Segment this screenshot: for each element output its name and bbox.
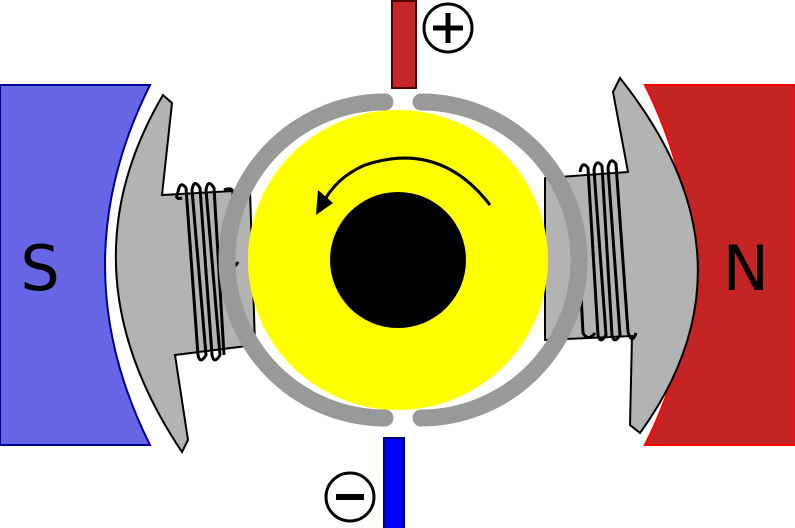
north-label: N bbox=[723, 232, 769, 305]
minus-icon: − bbox=[324, 471, 376, 523]
plus-icon: + bbox=[422, 2, 474, 54]
left-armature-pole bbox=[114, 93, 257, 454]
positive-brush: + bbox=[391, 0, 474, 89]
shaft bbox=[330, 192, 466, 328]
commutator bbox=[218, 93, 588, 427]
negative-brush: − bbox=[324, 437, 405, 528]
south-label: S bbox=[20, 232, 59, 305]
south-magnet: S bbox=[0, 84, 152, 446]
commutator-segment-right bbox=[412, 93, 588, 427]
rotation-arrow-icon bbox=[316, 156, 492, 215]
commutator-segment-left bbox=[218, 93, 394, 427]
